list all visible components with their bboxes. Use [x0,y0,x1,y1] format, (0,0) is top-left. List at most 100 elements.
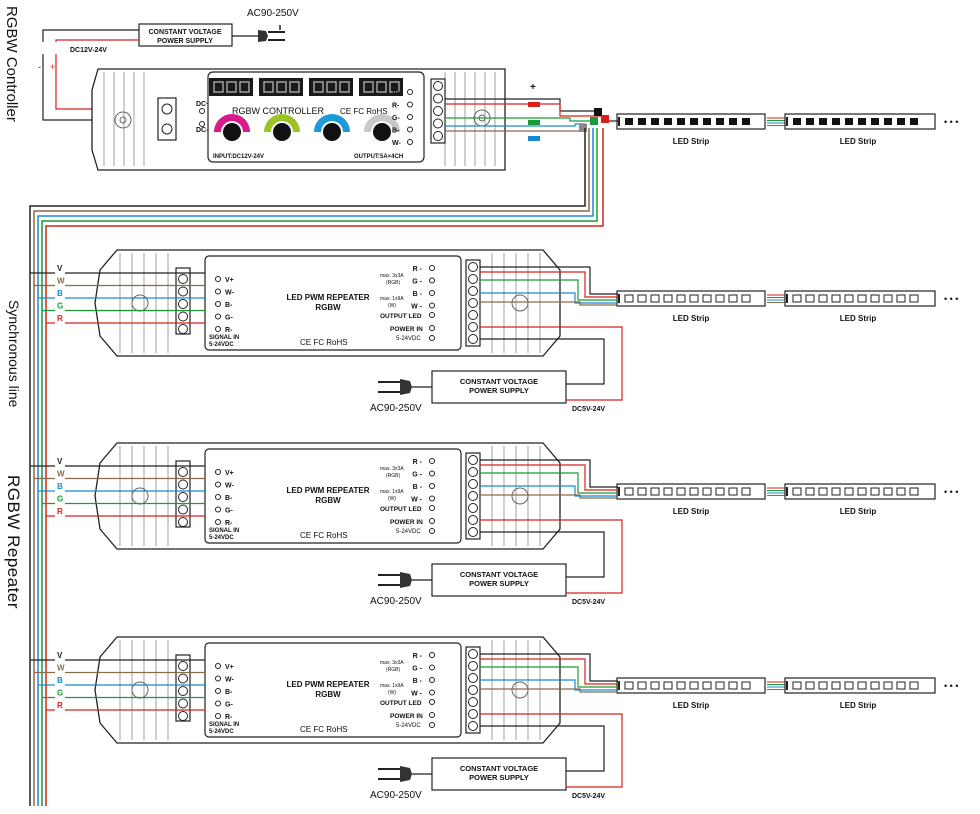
repeater-outled-dot [429,505,435,511]
repeater-input-dot [215,276,221,282]
repeater-input-dot [215,675,221,682]
led-chip [728,681,738,690]
repeater-output-dot [429,277,435,284]
repeater-output-screw-icon [468,515,478,525]
controller-screw-left-inner-icon [119,116,127,124]
controller-polarity-green [528,120,540,125]
bus-letter-bg [55,701,65,711]
repeater-strip-wire-r [480,464,618,491]
repeater-output-screw-icon [468,298,478,308]
repeater-input-label: B- [225,495,233,502]
repeater-output-screw-icon [468,467,478,477]
led-chip [676,487,686,496]
repeater-input-label: R- [225,327,233,334]
junction-red [601,115,609,123]
repeater-output-led-label: OUTPUT LED [380,700,422,707]
repeater-output-label: B - [413,291,423,298]
repeater-title: LED PWM REPEATER [287,486,370,495]
controller-dc-minus-label: DC- [196,127,209,134]
repeater-powerin-minus-dot [429,528,435,534]
controller-output-screw-icon [433,118,443,129]
led-chip [818,294,828,303]
repeater-bus-letter: V [57,651,63,660]
controller-dc-plus-dot [199,108,205,114]
controller-display-digit [313,81,324,93]
repeater-output-screw-icon [468,274,478,284]
repeater-input-dot [215,506,221,513]
junction-grey [579,124,587,132]
repeater-output-screw-icon [468,262,478,272]
repeater-output-screw-icon [468,310,478,320]
controller-display-digit [239,81,250,93]
led-chip [792,681,802,690]
repeater-input-screw-icon [178,504,188,515]
repeater-bus-letter: W [57,470,65,479]
repeater-ac-label: AC90-250V [370,403,422,414]
repeater-spec-rgb-2: (RGB) [386,473,401,479]
led-chip [650,681,660,690]
led-strip-label: LED Strip [840,507,877,516]
repeater-output-label: W - [411,691,423,698]
top-psu-box [138,23,233,47]
repeater-strip-wire-v [480,653,618,682]
repeater-power-range: 5-24VDC [396,529,421,535]
repeater-strip-wire-r [480,271,618,298]
repeater-strip-wire-w [480,688,618,693]
top-dc-label: DC12V-24V [70,47,107,54]
led-chip [883,681,893,690]
led-chip [805,681,815,690]
repeater-power-plus-wire [480,326,623,401]
repeater-dc-label: DC5V-24V [572,406,605,413]
repeater-strip-wire-g [480,472,618,494]
led-chip [871,118,879,125]
bus-letter-bg [55,688,65,699]
repeater-input-screw-icon [178,698,188,709]
led-chip [637,487,647,496]
repeater-bus-letter: G [57,302,63,311]
repeater-strip-wire-g [480,666,618,688]
led-chip [741,294,751,303]
repeater-screw-right-icon [511,294,529,312]
repeater-psu-label-1: CONSTANT VOLTAGE [460,377,538,386]
repeater-power-in-label: POWER IN [390,326,423,333]
controller-terminal-label: V+ [392,90,401,97]
repeater-input-label: R- [225,520,233,527]
led-chip [728,294,738,303]
repeater-strip-wire-b [480,292,618,304]
controller-output-screw-icon [433,106,443,116]
repeater-input-screw-icon [178,286,188,297]
top-psu-label-1: CONSTANT VOLTAGE [148,29,221,36]
controller-output-screw-icon [433,131,443,141]
repeater-output-screw-icon [468,503,478,513]
controller-display-digit [263,81,274,93]
led-chip [624,487,634,496]
repeater-spec-w: max. 1x9A [380,296,404,302]
led-chip [831,681,841,690]
repeater-input-screw-icon [178,467,188,477]
led-chip [651,118,659,125]
led-strip-label: LED Strip [673,314,710,323]
repeater-input-dot [215,663,221,669]
led-chip [676,294,686,303]
bus-letter-bg [55,469,65,480]
top-dc-minus-sign: - [38,62,41,72]
repeater-bus-letter: G [57,495,63,504]
led-strip-label: LED Strip [673,701,710,710]
repeater-output-label: R - [413,653,423,660]
led-chip [689,681,699,690]
led-chip [884,118,892,125]
led-chip [792,294,802,303]
controller-wire-g [445,117,592,122]
repeater-strip-wire-v [480,459,618,488]
led-chip [637,294,647,303]
repeater-strip-wire-b [480,485,618,497]
led-chip [896,487,906,496]
repeater-bus-letter: W [57,664,65,673]
repeater-outled-dot [429,312,435,318]
repeater-output-screw-icon [468,322,478,332]
junction-black [594,108,602,116]
repeater-powerin-minus-dot [429,335,435,341]
led-chip [650,294,660,303]
repeater-input-label: W- [225,290,234,297]
repeater-spec-rgb: max. 3x3A [380,273,404,279]
